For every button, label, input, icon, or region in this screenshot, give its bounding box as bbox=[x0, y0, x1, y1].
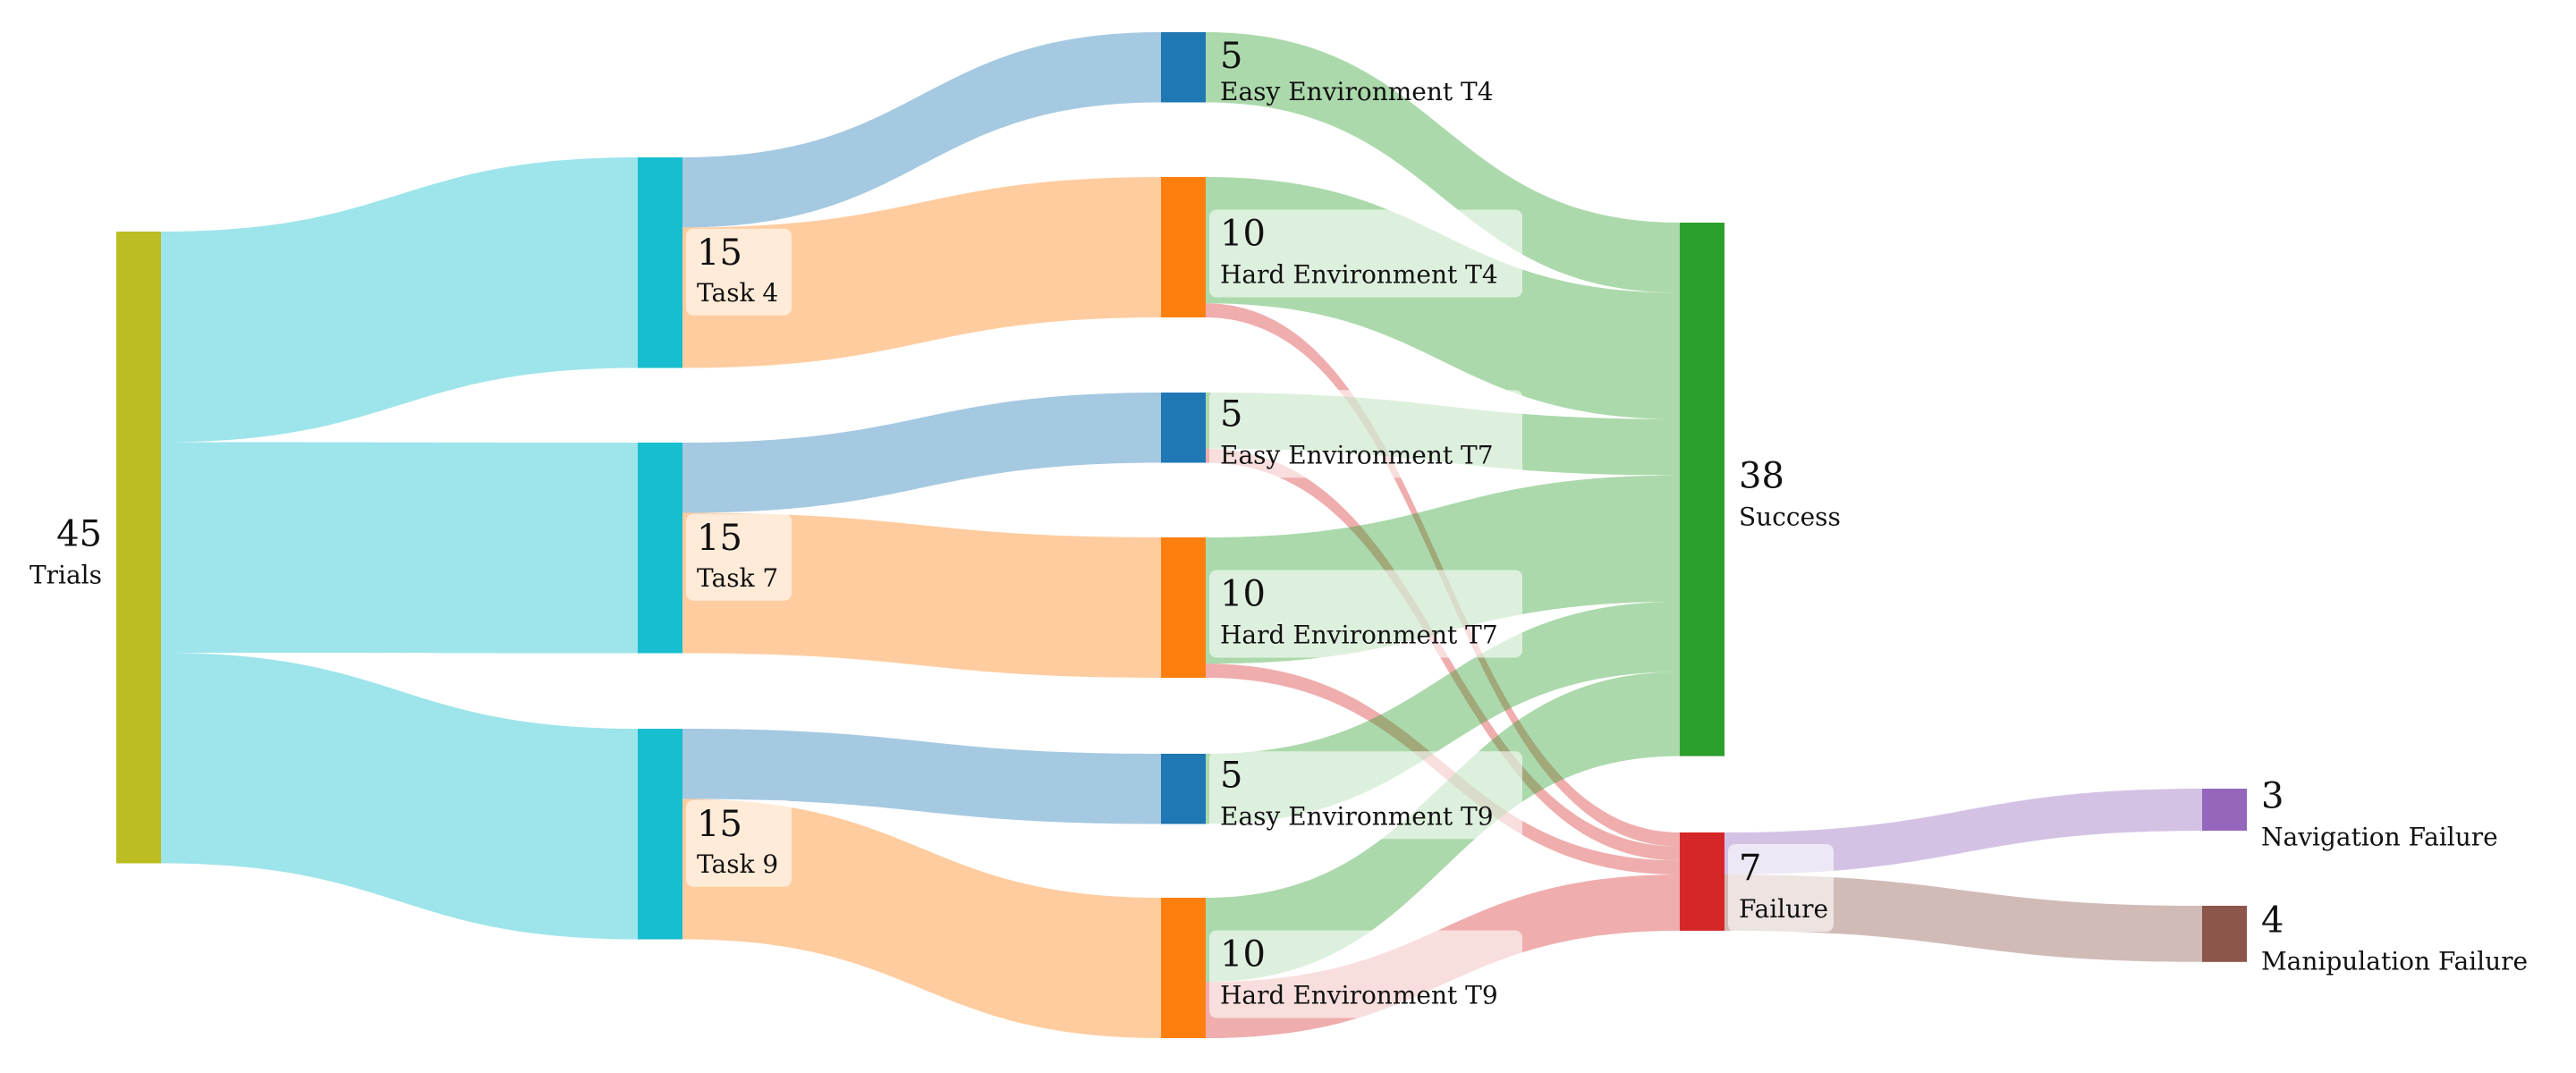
label-background bbox=[1728, 843, 1834, 932]
link-t9-to-e9 bbox=[682, 729, 1161, 824]
node-name: Hard Environment T4 bbox=[1220, 260, 1498, 290]
label-background bbox=[1209, 209, 1522, 298]
node-e9 bbox=[1161, 754, 1206, 824]
node-name: Easy Environment T7 bbox=[1220, 440, 1494, 469]
node-t9 bbox=[638, 729, 682, 940]
node-value: 10 bbox=[1220, 214, 1266, 255]
node-value: 15 bbox=[697, 804, 742, 845]
node-t7 bbox=[638, 443, 682, 654]
node-value: 5 bbox=[1220, 36, 1242, 77]
node-h4 bbox=[1161, 177, 1206, 317]
node-value: 15 bbox=[697, 518, 742, 559]
node-name: Task 9 bbox=[697, 849, 778, 879]
label-background bbox=[1209, 390, 1522, 478]
node-name: Easy Environment T4 bbox=[1220, 77, 1494, 106]
link-e4-to-success bbox=[1206, 32, 1680, 293]
label-background bbox=[686, 799, 792, 887]
node-name: Task 4 bbox=[697, 278, 778, 308]
node-value: 7 bbox=[1739, 848, 1761, 889]
node-name: Hard Environment T7 bbox=[1220, 621, 1498, 650]
node-name: Easy Environment T9 bbox=[1220, 801, 1494, 831]
node-e4 bbox=[1161, 32, 1206, 103]
node-value: 5 bbox=[1220, 755, 1242, 796]
link-trials-to-t4 bbox=[161, 157, 638, 443]
link-t4-to-h4 bbox=[682, 177, 1161, 368]
node-name: Failure bbox=[1739, 894, 1828, 924]
node-manip bbox=[2202, 906, 2247, 962]
node-failure bbox=[1680, 832, 1724, 931]
node-e7 bbox=[1161, 393, 1206, 463]
link-failure-to-nav bbox=[1724, 789, 2202, 875]
link-t7-to-h7 bbox=[682, 512, 1161, 678]
node-trials bbox=[116, 232, 161, 864]
node-value: 4 bbox=[2261, 900, 2284, 941]
node-value: 3 bbox=[2261, 776, 2284, 817]
node-name: Task 7 bbox=[697, 563, 778, 593]
node-name: Trials bbox=[30, 560, 102, 589]
link-failure-to-manip bbox=[1724, 874, 2202, 962]
node-name: Manipulation Failure bbox=[2261, 946, 2528, 976]
node-h9 bbox=[1161, 898, 1206, 1038]
nodes-layer bbox=[116, 32, 2247, 1038]
label-background bbox=[1209, 751, 1522, 840]
node-value: 38 bbox=[1739, 455, 1784, 496]
node-value: 45 bbox=[56, 513, 102, 554]
node-value: 10 bbox=[1220, 574, 1266, 615]
label-background bbox=[686, 228, 792, 316]
node-t4 bbox=[638, 157, 682, 368]
link-t4-to-e4 bbox=[682, 32, 1161, 228]
node-name: Hard Environment T9 bbox=[1220, 981, 1498, 1010]
link-t7-to-e7 bbox=[682, 393, 1161, 513]
node-h7 bbox=[1161, 537, 1206, 678]
label-background bbox=[1209, 930, 1522, 1018]
node-value: 10 bbox=[1220, 934, 1266, 976]
node-name: Success bbox=[1739, 502, 1841, 531]
label-background bbox=[686, 513, 792, 601]
link-trials-to-t9 bbox=[161, 653, 638, 940]
link-t9-to-h9 bbox=[682, 798, 1161, 1038]
node-value: 5 bbox=[1220, 393, 1242, 435]
node-value: 15 bbox=[697, 232, 742, 274]
node-name: Navigation Failure bbox=[2261, 823, 2498, 852]
node-nav bbox=[2202, 789, 2247, 832]
link-trials-to-t7 bbox=[161, 442, 638, 654]
label-background bbox=[1209, 570, 1522, 658]
node-success bbox=[1680, 223, 1724, 756]
